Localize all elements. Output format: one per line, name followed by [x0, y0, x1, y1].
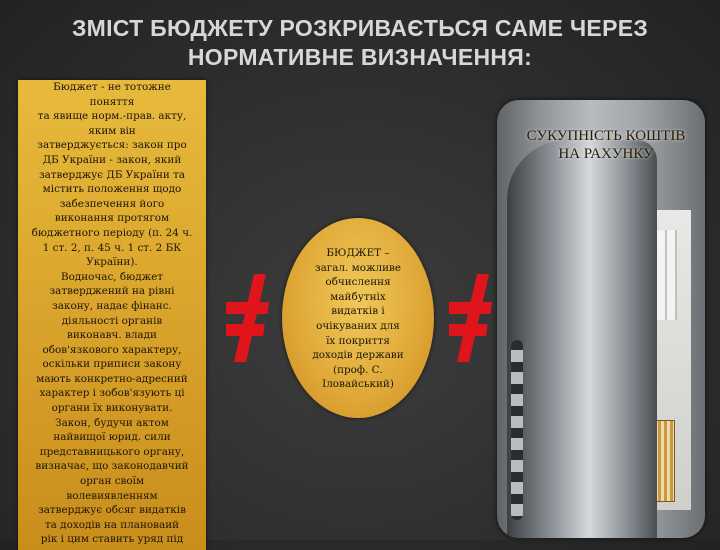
law-definition-box: Бюджет - не тотожне поняття та явище норм.…	[18, 80, 206, 550]
definition-line: характер і зобов'язують ці	[39, 387, 185, 400]
funds-definition-text: СУКУПНІСТЬ КОШТІВ НА РАХУНКУ	[500, 127, 712, 163]
budget-line: обчислення	[325, 276, 391, 289]
definition-line: Бюджет - не тотожне	[53, 81, 171, 93]
definition-line: 1 ст. 2, п. 45 ч. 1 ст. 2 БК	[42, 241, 182, 254]
definition-line: мають конкретно-адресний	[36, 372, 188, 385]
definition-line: виконання протягом	[54, 212, 170, 225]
not-equal-icon	[226, 274, 269, 362]
definition-line: поняття	[89, 95, 135, 108]
funds-line: СУКУПНІСТЬ КОШТІВ	[526, 128, 686, 144]
definition-line: затверджується: закон про	[37, 139, 187, 152]
definition-line: оскільки приписи закону	[42, 358, 182, 371]
vault-bolts	[511, 340, 523, 520]
definition-line: та доходів на плановаий	[44, 518, 180, 531]
definition-line: представницького органу,	[39, 445, 185, 458]
budget-line: їх покриття	[326, 334, 390, 347]
budget-line: Іловайський)	[322, 378, 394, 391]
budget-line: майбутніх	[330, 290, 386, 303]
budget-line: доходів держави	[312, 349, 404, 362]
title-line-1: ЗМІСТ БЮДЖЕТУ РОЗКРИВАЄТЬСЯ САМЕ ЧЕРЕЗ	[71, 15, 649, 41]
definition-line: забезпечення його	[59, 197, 165, 210]
definition-line: Водночас, бюджет	[60, 270, 164, 283]
definition-line: закону, надає фінанс.	[52, 299, 172, 312]
budget-line: видатків і	[331, 305, 385, 318]
definition-line: органи їх виконувати.	[51, 402, 173, 415]
definition-line: обов'язкового характеру,	[42, 343, 182, 356]
budget-line: БЮДЖЕТ –	[326, 247, 390, 259]
funds-line: НА РАХУНКУ	[558, 146, 654, 162]
definition-line: Закон, будучи актом	[55, 416, 169, 429]
definition-line: України).	[86, 256, 138, 269]
slide-title: ЗМІСТ БЮДЖЕТУ РОЗКРИВАЄТЬСЯ САМЕ ЧЕРЕЗ Н…	[0, 14, 720, 72]
budget-line: (проф. С.	[333, 363, 383, 376]
definition-line: виконавч. влади	[67, 329, 157, 342]
definition-line: волевиявленням	[66, 489, 158, 502]
budget-line: очікуваних для	[316, 319, 400, 332]
definition-line: затверджує обсяг видатків	[38, 504, 186, 517]
definition-line: затверджений на рівні	[49, 285, 175, 298]
definition-line: бюджетного періоду (п. 24 ч.	[31, 226, 193, 239]
definition-line: яким він	[88, 124, 136, 137]
definition-line: орган своїм	[79, 475, 145, 488]
not-equal-icon	[449, 274, 492, 362]
budget-line: загал. можливе	[314, 261, 402, 274]
vault-door	[507, 140, 657, 538]
title-line-2: НОРМАТИВНЕ ВИЗНАЧЕННЯ:	[187, 44, 533, 70]
definition-line: затверджує ДБ України та	[38, 168, 186, 181]
definition-line: діяльності органів	[61, 314, 163, 327]
definition-line: та явище норм.-прав. акту,	[37, 110, 187, 123]
budget-definition-circle	[282, 218, 434, 418]
definition-line: містить положення щодо	[42, 183, 182, 196]
definition-line: визначає, що законодавчий	[35, 460, 189, 473]
definition-line: найвищої юрид. сили	[53, 431, 171, 444]
vault-image	[497, 100, 705, 538]
definition-line: ДБ України - закон, який	[42, 153, 182, 166]
